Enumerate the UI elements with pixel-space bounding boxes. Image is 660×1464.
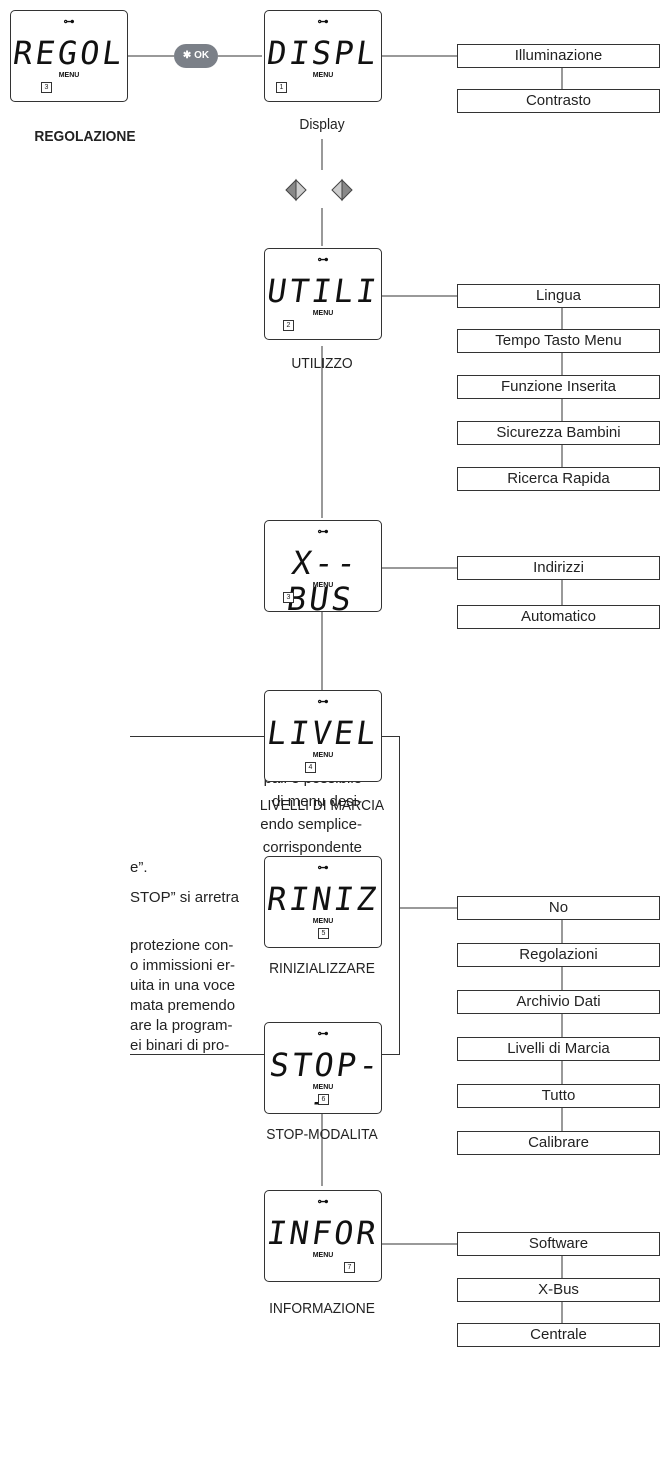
wrench-icon: ⊶ xyxy=(317,1028,329,1040)
note-line: e”. xyxy=(130,859,148,876)
option-archivio-dati[interactable]: Archivio Dati xyxy=(457,990,660,1014)
lcd-screen-stop: ⊶ STOP-- MENU 6 xyxy=(264,1022,384,1120)
note-line: are la program- xyxy=(130,1017,233,1034)
option-contrasto[interactable]: Contrasto xyxy=(457,89,660,113)
lcd-screen-displ: ⊶ DISPL MENU 1 xyxy=(264,10,382,102)
caption-rinizializzare: RINIZIALIZZARE xyxy=(269,960,375,977)
option-tutto[interactable]: Tutto xyxy=(457,1084,660,1108)
wrench-icon: ⊶ xyxy=(317,16,329,28)
option-livelli-di-marcia[interactable]: Livelli di Marcia xyxy=(457,1037,660,1061)
ok-button[interactable]: ✱ OK xyxy=(174,44,218,68)
lcd-segment-text: REGOL xyxy=(10,34,128,72)
lcd-segment-text: RINIZ xyxy=(264,880,382,918)
screen-number: 6 xyxy=(318,1094,329,1105)
lcd-segment-text: LIVEL xyxy=(264,714,382,752)
note-line: mata premendo xyxy=(130,997,236,1014)
option-software[interactable]: Software xyxy=(457,1232,660,1256)
option-centrale[interactable]: Centrale xyxy=(457,1323,660,1347)
lcd-screen-infor: ⊶ INFOR MENU 7 xyxy=(264,1190,382,1282)
lcd-segment-text: DISPL xyxy=(264,34,382,72)
screen-number: 4 xyxy=(305,762,316,773)
option-ricerca-rapida[interactable]: Ricerca Rapida xyxy=(457,467,660,491)
caption-regolazione: REGOLAZIONE xyxy=(34,128,136,145)
option-illuminazione[interactable]: Illuminazione xyxy=(457,44,660,68)
caption-display: Display xyxy=(299,116,345,133)
option-tempo-tasto-menu[interactable]: Tempo Tasto Menu xyxy=(457,329,660,353)
option-calibrare[interactable]: Calibrare xyxy=(457,1131,660,1155)
note-line: corrispondente xyxy=(262,839,362,856)
option-x-bus[interactable]: X-Bus xyxy=(457,1278,660,1302)
lcd-screen-riniz: ⊶ RINIZ MENU 5 xyxy=(264,856,382,948)
lcd-screen-xbus: ⊶ X--BUS MENU 3 xyxy=(264,520,382,618)
lcd-screen-livel: ⊶ LIVEL MENU 4 xyxy=(264,690,382,782)
wrench-icon: ⊶ xyxy=(317,862,329,874)
option-indirizzi[interactable]: Indirizzi xyxy=(457,556,660,580)
menu-label: MENU xyxy=(312,1084,334,1091)
arrow-right-icon xyxy=(331,178,353,202)
wrench-icon: ⊶ xyxy=(317,1196,329,1208)
lcd-screen-regol: ⊶ REGOL MENU 3 xyxy=(10,10,128,102)
note-line: STOP” si arretra xyxy=(130,889,239,906)
note-line: protezione con- xyxy=(130,937,234,954)
lcd-segment-text: UTILI xyxy=(264,272,382,310)
option-lingua[interactable]: Lingua xyxy=(457,284,660,308)
arrow-left-icon xyxy=(285,178,307,202)
caption-utilizzo: UTILIZZO xyxy=(291,355,353,372)
menu-label: MENU xyxy=(312,752,334,759)
menu-label: MENU xyxy=(312,310,334,317)
screen-number: 3 xyxy=(283,592,294,603)
note-line: o immissioni er- xyxy=(130,957,236,974)
note-line: endo semplice- xyxy=(260,816,362,833)
menu-label: MENU xyxy=(312,582,334,589)
lcd-segment-text: X--BUS xyxy=(284,544,362,618)
lcd-segment-text: STOP-- xyxy=(267,1046,384,1120)
screen-number: 5 xyxy=(318,928,329,939)
screen-number: 2 xyxy=(283,320,294,331)
option-automatico[interactable]: Automatico xyxy=(457,605,660,629)
lcd-segment-text: INFOR xyxy=(264,1214,382,1252)
option-no[interactable]: No xyxy=(457,896,660,920)
caption-informazione: INFORMAZIONE xyxy=(269,1300,375,1317)
lcd-screen-utili: ⊶ UTILI MENU 2 xyxy=(264,248,382,340)
note-line: uita in una voce xyxy=(130,977,236,994)
wrench-icon: ⊶ xyxy=(317,696,329,708)
screen-number: 3 xyxy=(41,82,52,93)
menu-label: MENU xyxy=(312,1252,334,1259)
note-line: di menu desi- xyxy=(271,793,362,810)
option-sicurezza-bambini[interactable]: Sicurezza Bambini xyxy=(457,421,660,445)
menu-label: MENU xyxy=(58,72,80,79)
option-funzione-inserita[interactable]: Funzione Inserita xyxy=(457,375,660,399)
note-line: ei binari di pro- xyxy=(130,1037,230,1054)
caption-livelli-di-marcia: LIVELLI DI MARCIA xyxy=(259,797,385,814)
screen-number: 1 xyxy=(276,82,287,93)
wrench-icon: ⊶ xyxy=(317,254,329,266)
menu-label: MENU xyxy=(312,72,334,79)
menu-label: MENU xyxy=(312,918,334,925)
wrench-icon: ⊶ xyxy=(63,16,75,28)
option-regolazioni[interactable]: Regolazioni xyxy=(457,943,660,967)
wrench-icon: ⊶ xyxy=(317,526,329,538)
caption-stop-modalita: STOP-MODALITA xyxy=(266,1126,378,1143)
screen-number: 7 xyxy=(344,1262,355,1273)
